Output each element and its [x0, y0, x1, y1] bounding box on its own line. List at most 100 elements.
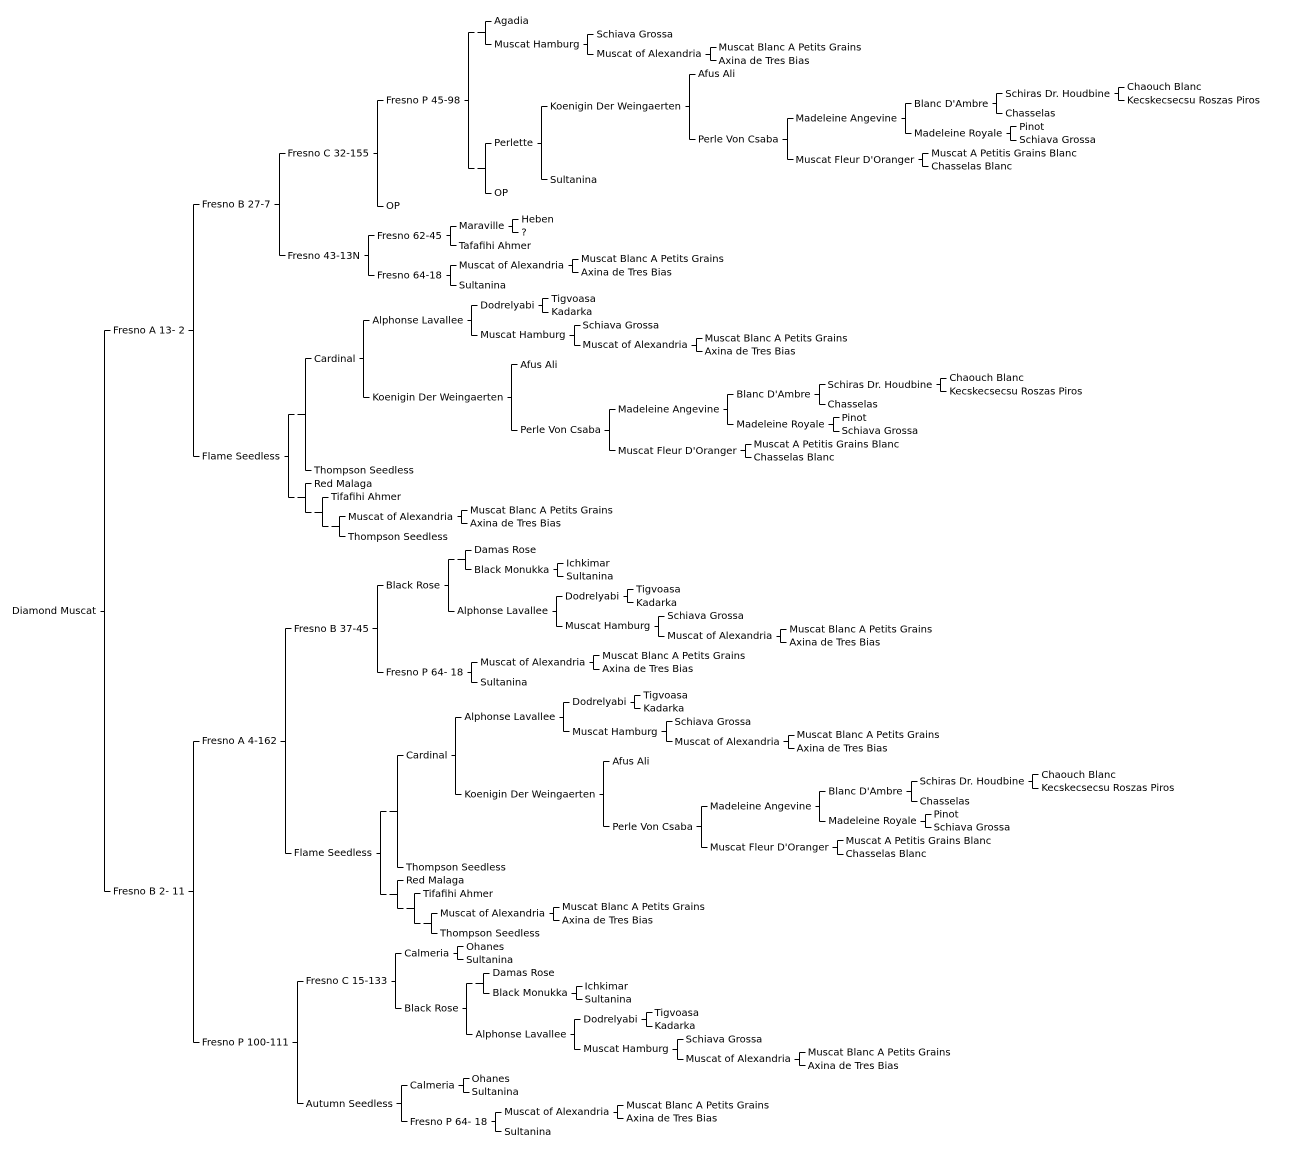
node-dodrelyabi: Dodrelyabi — [480, 300, 534, 311]
node-fresno-p-45-98: Fresno P 45-98 — [386, 95, 460, 106]
node-sultanina: Sultanina — [585, 995, 632, 1006]
node-ichkimar: Ichkimar — [585, 981, 629, 992]
node-muscat-hamburg: Muscat Hamburg — [494, 39, 579, 50]
node-fresno-a-4-162: Fresno A 4-162 — [202, 736, 277, 747]
node-schiava-grossa: Schiava Grossa — [583, 320, 660, 331]
node-maraville: Maraville — [459, 221, 504, 232]
node-sultanina: Sultanina — [504, 1127, 551, 1138]
node-thompson-seedless: Thompson Seedless — [405, 862, 506, 873]
node-autumn-seedless: Autumn Seedless — [306, 1099, 393, 1110]
node-fresno-c-15-133: Fresno C 15-133 — [306, 976, 388, 987]
node-muscat-blanc-a-petits-grains: Muscat Blanc A Petits Grains — [470, 505, 613, 516]
node-kecskecsecsu-roszas-piros: Kecskecsecsu Roszas Piros — [1127, 95, 1260, 106]
node-muscat-hamburg: Muscat Hamburg — [480, 330, 565, 341]
node-schiras-dr-houdbine: Schiras Dr. Houdbine — [920, 776, 1025, 787]
node-thompson-seedless: Thompson Seedless — [439, 929, 540, 940]
node-fresno-b-27-7: Fresno B 27-7 — [202, 200, 271, 211]
node-schiava-grossa: Schiava Grossa — [686, 1034, 763, 1045]
node-tigvoasa: Tigvoasa — [654, 1008, 699, 1019]
node-muscat-of-alexandria: Muscat of Alexandria — [504, 1107, 609, 1118]
node-sultanina: Sultanina — [459, 281, 506, 292]
node-kadarka: Kadarka — [655, 1021, 696, 1032]
node-schiava-grossa: Schiava Grossa — [842, 426, 919, 437]
node-blanc-d-ambre: Blanc D'Ambre — [736, 390, 810, 401]
node-black-monukka: Black Monukka — [474, 565, 549, 576]
node-axina-de-tres-bias: Axina de Tres Bias — [797, 743, 888, 754]
node-axina-de-tres-bias: Axina de Tres Bias — [705, 347, 796, 358]
node-muscat-of-alexandria: Muscat of Alexandria — [667, 631, 772, 642]
node-flame-seedless: Flame Seedless — [202, 451, 280, 462]
node-madeleine-angevine: Madeleine Angevine — [618, 405, 720, 416]
node-perle-von-csaba: Perle Von Csaba — [698, 134, 779, 145]
node-dodrelyabi: Dodrelyabi — [565, 591, 619, 602]
node-alphonse-lavallee: Alphonse Lavallee — [372, 315, 463, 326]
node-tifafihi-ahmer: Tifafihi Ahmer — [330, 492, 402, 503]
node-dodrelyabi: Dodrelyabi — [572, 697, 626, 708]
node-koenigin-der-weingaerten: Koenigin Der Weingaerten — [372, 393, 503, 404]
node-blanc-d-ambre: Blanc D'Ambre — [828, 786, 902, 797]
node-tigvoasa: Tigvoasa — [642, 691, 687, 702]
node-muscat-hamburg: Muscat Hamburg — [565, 621, 650, 632]
node-calmeria: Calmeria — [404, 948, 449, 959]
node-ohanes: Ohanes — [466, 942, 504, 953]
node-calmeria: Calmeria — [410, 1081, 455, 1092]
node-chasselas: Chasselas — [920, 796, 970, 807]
node-fresno-43-13n: Fresno 43-13N — [288, 251, 360, 262]
node-muscat-a-petitis-grains-blanc: Muscat A Petitis Grains Blanc — [754, 439, 900, 450]
node-madeleine-royale: Madeleine Royale — [736, 419, 824, 430]
node-axina-de-tres-bias: Axina de Tres Bias — [602, 664, 693, 675]
node-schiava-grossa: Schiava Grossa — [675, 717, 752, 728]
node-muscat-blanc-a-petits-grains: Muscat Blanc A Petits Grains — [797, 730, 940, 741]
node-muscat-blanc-a-petits-grains: Muscat Blanc A Petits Grains — [562, 902, 705, 913]
node-muscat-of-alexandria: Muscat of Alexandria — [459, 261, 564, 272]
node-madeleine-angevine: Madeleine Angevine — [710, 801, 812, 812]
node-schiava-grossa: Schiava Grossa — [667, 611, 744, 622]
node-fresno-p-100-111: Fresno P 100-111 — [202, 1037, 289, 1048]
node-muscat-a-petitis-grains-blanc: Muscat A Petitis Grains Blanc — [931, 148, 1077, 159]
node-afus-ali: Afus Ali — [520, 360, 557, 371]
node-alphonse-lavallee: Alphonse Lavallee — [475, 1029, 566, 1040]
node-fresno-b-2-11: Fresno B 2- 11 — [113, 887, 185, 898]
node-kecskecsecsu-roszas-piros: Kecskecsecsu Roszas Piros — [1041, 783, 1174, 794]
node-muscat-of-alexandria: Muscat of Alexandria — [686, 1054, 791, 1065]
node-blanc-d-ambre: Blanc D'Ambre — [914, 99, 988, 110]
node-diamond-muscat: Diamond Muscat — [12, 606, 96, 617]
node-muscat-blanc-a-petits-grains: Muscat Blanc A Petits Grains — [705, 333, 848, 344]
node-pinot: Pinot — [1019, 122, 1044, 133]
node-alphonse-lavallee: Alphonse Lavallee — [464, 712, 555, 723]
node-fresno-p-64-18: Fresno P 64- 18 — [410, 1117, 487, 1128]
node-dodrelyabi: Dodrelyabi — [583, 1014, 637, 1025]
node-muscat-blanc-a-petits-grains: Muscat Blanc A Petits Grains — [602, 651, 745, 662]
node-perle-von-csaba: Perle Von Csaba — [612, 822, 693, 833]
node-sultanina: Sultanina — [566, 572, 613, 583]
node-axina-de-tres-bias: Axina de Tres Bias — [808, 1061, 899, 1072]
node-heben: Heben — [521, 214, 554, 225]
node-fresno-62-45: Fresno 62-45 — [377, 231, 442, 242]
node-fresno-b-37-45: Fresno B 37-45 — [294, 624, 369, 635]
node-axina-de-tres-bias: Axina de Tres Bias — [581, 267, 672, 278]
node-agadia: Agadia — [494, 16, 529, 27]
node-op: OP — [494, 188, 508, 199]
node-muscat-blanc-a-petits-grains: Muscat Blanc A Petits Grains — [581, 254, 724, 265]
node-chasselas-blanc: Chasselas Blanc — [931, 162, 1012, 173]
node-muscat-hamburg: Muscat Hamburg — [572, 727, 657, 738]
node-muscat-blanc-a-petits-grains: Muscat Blanc A Petits Grains — [719, 43, 862, 54]
node-muscat-blanc-a-petits-grains: Muscat Blanc A Petits Grains — [789, 624, 932, 635]
node-black-rose: Black Rose — [404, 1004, 458, 1015]
node-chasselas: Chasselas — [1005, 109, 1055, 120]
node-muscat-fleur-d-oranger: Muscat Fleur D'Oranger — [796, 155, 916, 166]
node-madeleine-royale: Madeleine Royale — [828, 816, 916, 827]
node-ohanes: Ohanes — [472, 1074, 510, 1085]
node-tigvoasa: Tigvoasa — [550, 294, 595, 305]
node-tafafihi-ahmer: Tafafihi Ahmer — [458, 241, 532, 252]
node-muscat-of-alexandria: Muscat of Alexandria — [675, 737, 780, 748]
node-damas-rose: Damas Rose — [492, 968, 554, 979]
node-afus-ali: Afus Ali — [698, 69, 735, 80]
node-schiras-dr-houdbine: Schiras Dr. Houdbine — [828, 380, 933, 391]
node-muscat-hamburg: Muscat Hamburg — [583, 1044, 668, 1055]
node-chaouch-blanc: Chaouch Blanc — [1041, 770, 1116, 781]
node-muscat-of-alexandria: Muscat of Alexandria — [583, 340, 688, 351]
node-muscat-of-alexandria: Muscat of Alexandria — [596, 49, 701, 60]
node-black-rose: Black Rose — [386, 581, 440, 592]
node-schiava-grossa: Schiava Grossa — [934, 823, 1011, 834]
